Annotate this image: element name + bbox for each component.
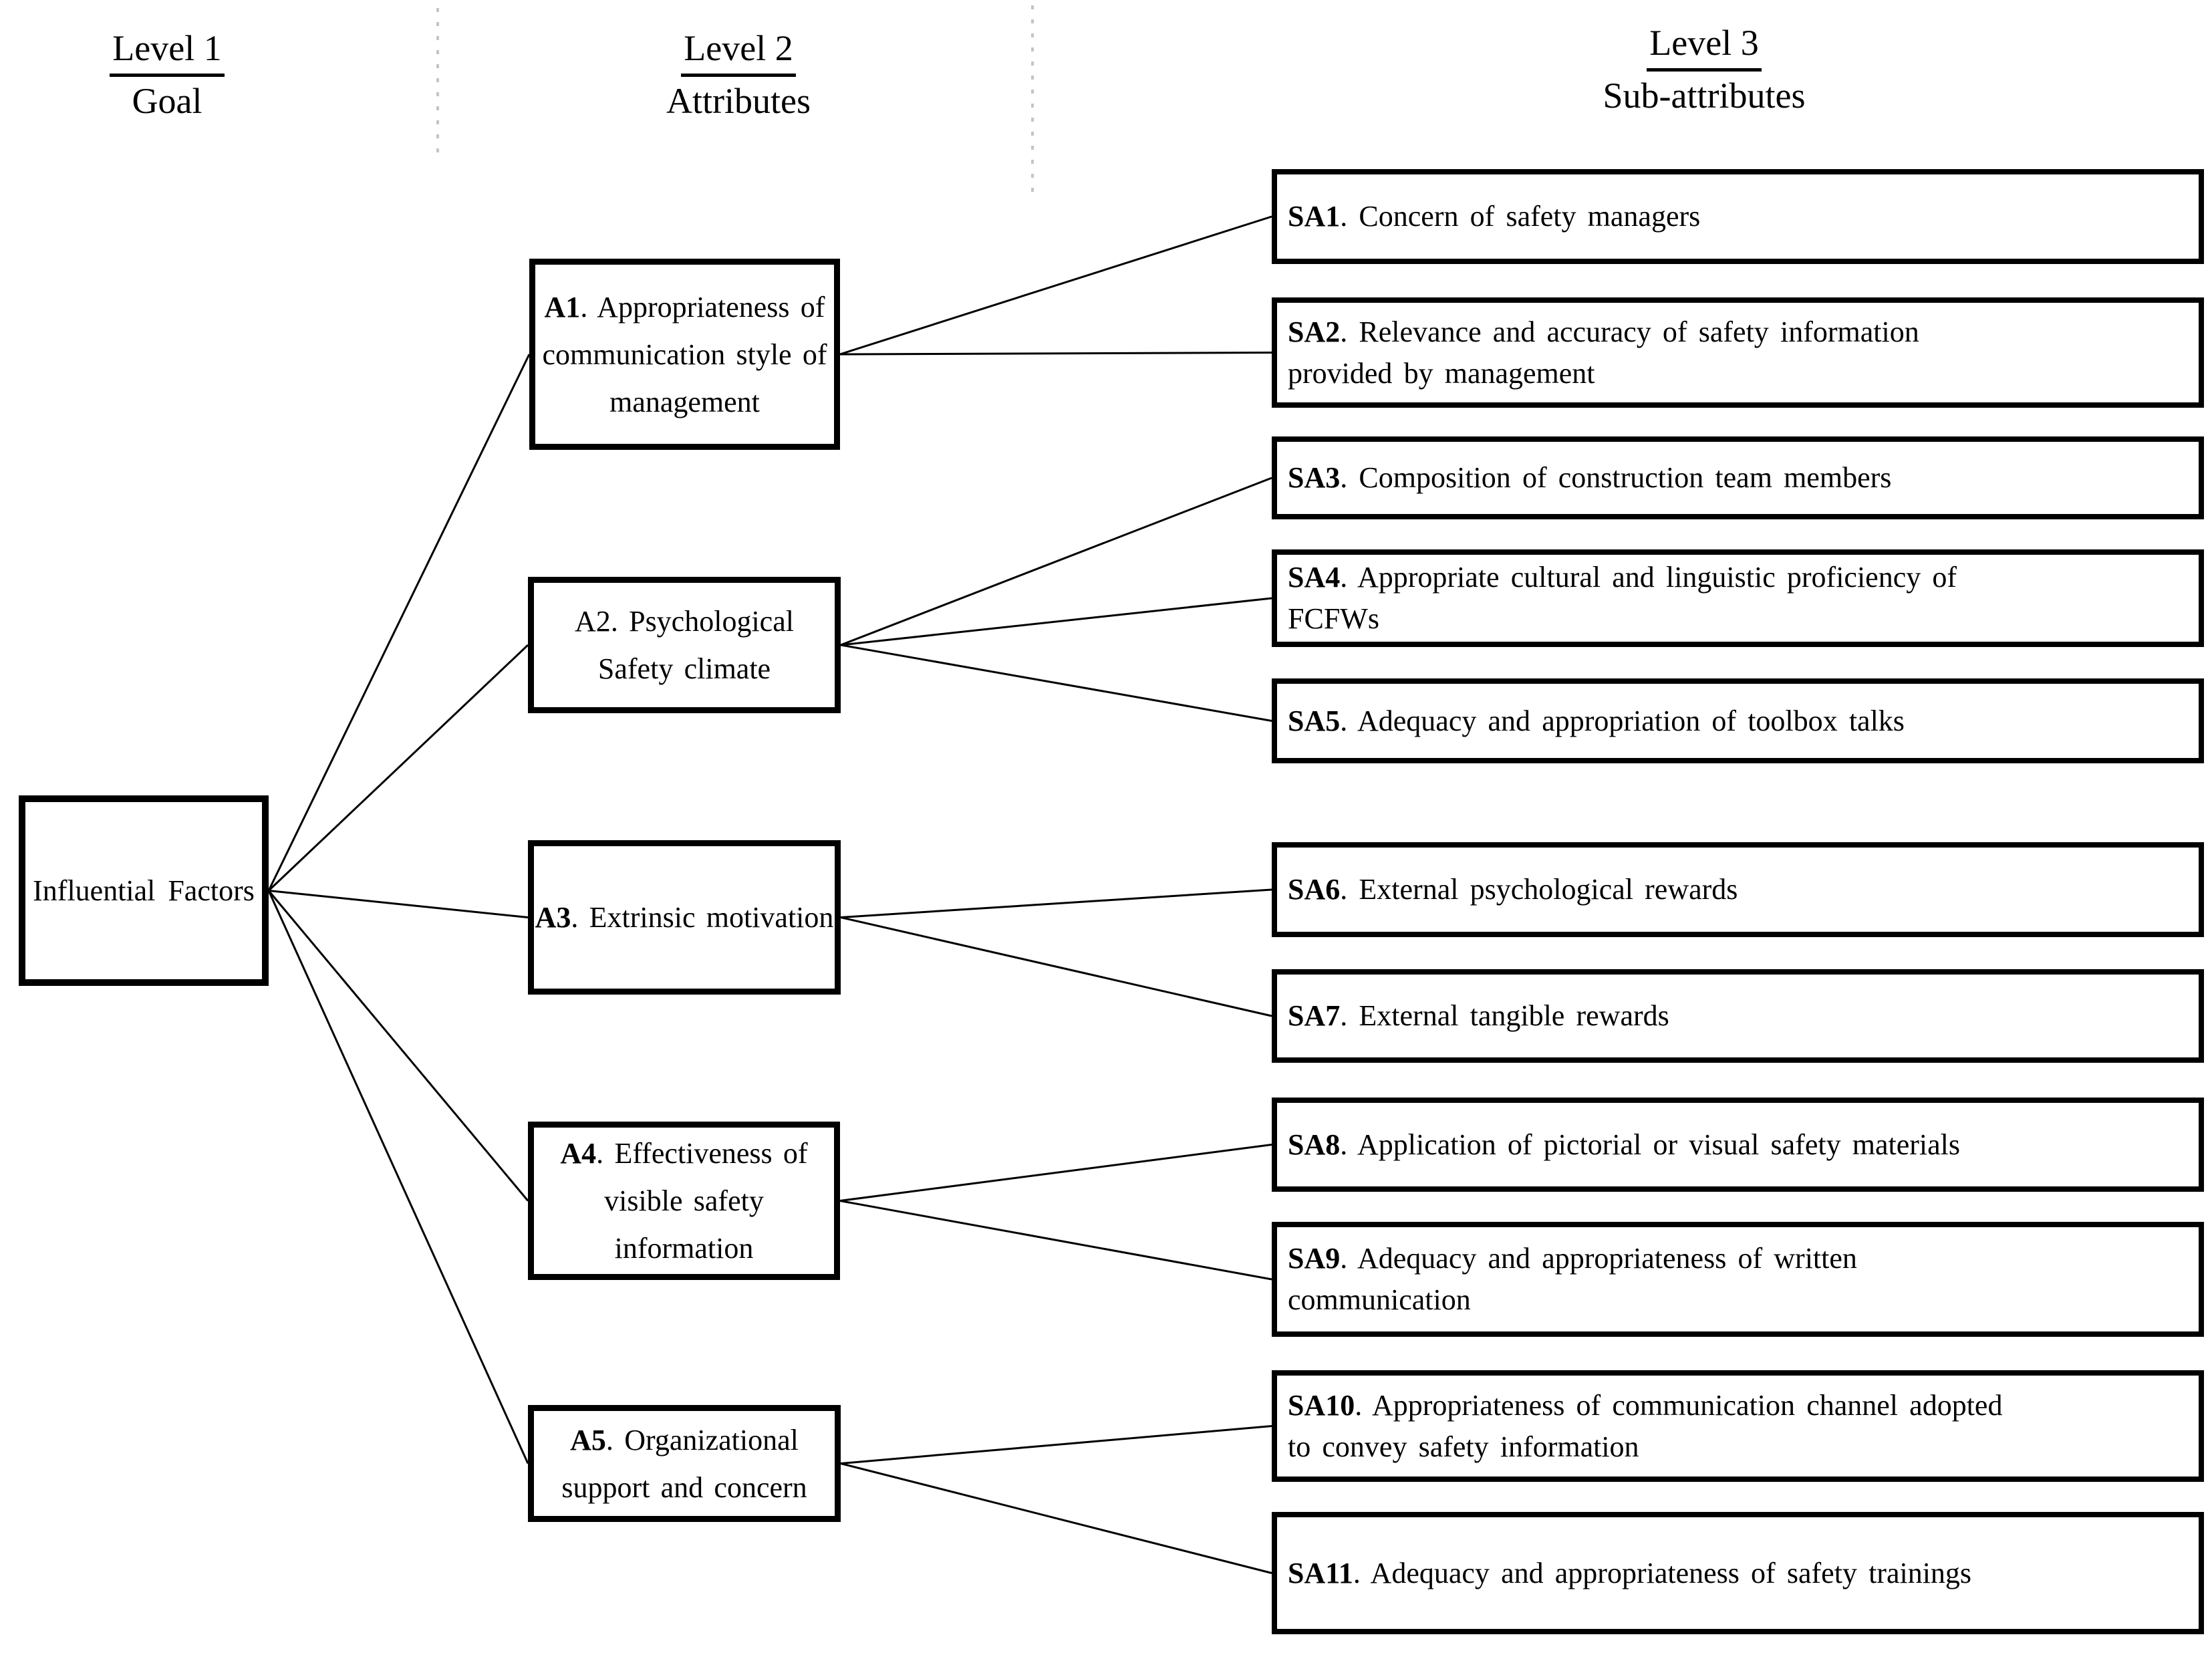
subattribute-sa2-line2: provided by management [1288,356,1595,390]
attribute-a4-line3: information [614,1232,754,1265]
subattribute-sa2-code: SA2 [1288,315,1341,348]
connector-line-goal-A1 [267,354,531,892]
subattribute-sa10-code: SA10 [1288,1388,1355,1422]
attribute-a5-line2: support and concern [561,1470,807,1504]
connector-line-goal-A2 [267,644,529,892]
subattribute-box-sa1: SA1. Concern of safety managers [1272,169,2204,264]
header-level3-title: Level 3 [1647,19,1762,72]
attribute-a2-line1: . Psychological [610,605,794,638]
subattribute-box-sa2: SA2. Relevance and accuracy of safety in… [1272,297,2204,408]
header-level1: Level 1 Goal [33,24,301,126]
attribute-a1-code: A1 [544,290,581,324]
header-level3: Level 3 Sub-attributes [1564,19,1844,120]
subattribute-sa4-code: SA4 [1288,561,1341,594]
subattribute-sa2-line1: . Relevance and accuracy of safety infor… [1340,315,1919,348]
subattribute-sa9-code: SA9 [1288,1242,1341,1275]
header-level1-title: Level 1 [110,24,225,77]
attribute-a4-line1: . Effectiveness of [596,1137,808,1170]
subattribute-sa7-line1: . External tangible rewards [1340,999,1669,1032]
subattribute-sa5-line1: . Adequacy and appropriation of toolbox … [1340,704,1905,737]
connector-line-goal-A5 [267,890,529,1464]
subattribute-box-sa10: SA10. Appropriateness of communication c… [1272,1370,2204,1482]
attribute-a3-line1: . Extrinsic motivation [571,901,834,934]
subattribute-box-sa7: SA7. External tangible rewards [1272,969,2204,1063]
attribute-box-a5: A5. Organizational support and concern [528,1405,841,1522]
subattribute-sa5-code: SA5 [1288,704,1341,737]
subattribute-sa9-line2: communication [1288,1283,1471,1316]
connector-line-A2-SA5 [840,644,1272,722]
subattribute-sa1-code: SA1 [1288,200,1341,233]
subattribute-sa11-code: SA11 [1288,1556,1353,1589]
subattribute-sa6-line1: . External psychological rewards [1340,873,1738,906]
subattribute-sa8-line1: . Application of pictorial or visual saf… [1340,1128,1961,1161]
connector-line-A3-SA6 [840,888,1272,918]
subattribute-sa10-line1: . Appropriateness of communication chann… [1355,1388,2003,1422]
connector-line-A1-SA2 [839,352,1272,356]
connector-line-goal-A4 [267,890,529,1202]
attribute-a2-line2: Safety climate [597,652,771,685]
attribute-box-a1: A1. Appropriateness of communication sty… [529,259,840,450]
connector-line-A5-SA11 [840,1462,1272,1574]
attribute-a1-line2: communication style of [542,338,827,371]
subattribute-sa11-line1: . Adequacy and appropriateness of safety… [1353,1556,1972,1589]
header-level2-title: Level 2 [681,24,796,77]
subattribute-box-sa3: SA3. Composition of construction team me… [1272,436,2204,519]
connector-line-A4-SA8 [839,1144,1272,1202]
goal-label: Influential Factors [33,874,255,907]
header-level2-subtitle: Attributes [666,81,811,121]
subattribute-sa9-line1: . Adequacy and appropriateness of writte… [1340,1242,1857,1275]
connector-line-A4-SA9 [839,1200,1272,1281]
header-level2: Level 2 Attributes [605,24,872,126]
attribute-a5-code: A5 [570,1423,606,1456]
attribute-a1-line1: . Appropriateness of [580,290,825,324]
header-level1-subtitle: Goal [132,81,202,121]
subattribute-sa1-line1: . Concern of safety managers [1340,200,1701,233]
subattribute-box-sa5: SA5. Adequacy and appropriation of toolb… [1272,678,2204,763]
subattribute-box-sa4: SA4. Appropriate cultural and linguistic… [1272,549,2204,647]
goal-box: Influential Factors [19,795,269,986]
subattribute-sa8-code: SA8 [1288,1128,1341,1161]
attribute-a4-code: A4 [560,1137,597,1170]
subattribute-sa6-code: SA6 [1288,873,1341,906]
attribute-box-a4: A4. Effectiveness of visible safety info… [528,1122,840,1280]
connector-line-goal-A3 [268,890,529,918]
subattribute-sa4-line2: FCFWs [1288,602,1379,635]
subattribute-box-sa8: SA8. Application of pictorial or visual … [1272,1098,2204,1192]
subattribute-sa7-code: SA7 [1288,999,1341,1032]
attribute-a4-line2: visible safety [604,1184,764,1217]
subattribute-box-sa6: SA6. External psychological rewards [1272,842,2204,937]
attribute-box-a2: A2. Psychological Safety climate [528,577,841,713]
connector-line-A2-SA3 [840,477,1272,646]
subattribute-sa3-code: SA3 [1288,461,1341,494]
subattribute-sa3-line1: . Composition of construction team membe… [1340,461,1892,494]
attribute-a2-code: A2 [575,605,611,638]
subattribute-box-sa9: SA9. Adequacy and appropriateness of wri… [1272,1222,2204,1337]
header-level3-subtitle: Sub-attributes [1603,76,1806,116]
attribute-box-a3: A3. Extrinsic motivation [528,840,841,995]
connector-line-A1-SA1 [839,215,1272,356]
subattribute-sa4-line1: . Appropriate cultural and linguistic pr… [1340,561,1957,594]
subattribute-box-sa11: SA11. Adequacy and appropriateness of sa… [1272,1512,2204,1634]
connector-line-A3-SA7 [840,916,1272,1017]
connector-line-A5-SA10 [840,1425,1272,1464]
attribute-a1-line3: management [609,385,760,418]
subattribute-sa10-line2: to convey safety information [1288,1430,1639,1463]
attribute-a3-code: A3 [535,901,571,934]
attribute-a5-line1: . Organizational [605,1423,799,1456]
connector-line-A2-SA4 [840,597,1272,646]
